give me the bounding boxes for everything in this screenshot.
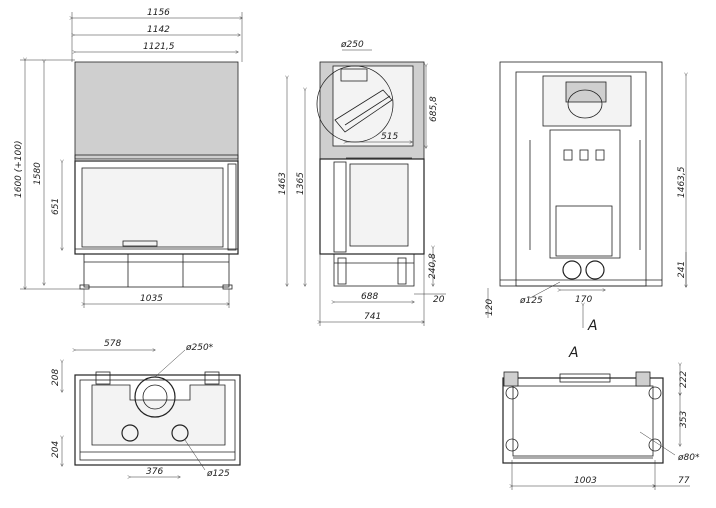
view-label-bottom: A xyxy=(568,345,579,361)
dim-height-body: 1580 xyxy=(33,162,43,185)
dim-inlet-diameter: ø125 xyxy=(519,296,543,306)
dim-bottom-depth: 204 xyxy=(51,441,61,458)
bottom-view: A 222 353 1003 77 ø80* xyxy=(502,345,700,490)
dim-top-depth: 208 xyxy=(51,369,61,386)
dim-leg-height: 240,8 xyxy=(428,253,438,279)
dim-bottom-edge-offset: 77 xyxy=(678,476,690,486)
dim-height-total: 1600 (+100) xyxy=(14,140,24,198)
dim-top-flue-diameter: ø250* xyxy=(185,343,214,353)
dim-hood-height: 685,8 xyxy=(429,96,439,122)
dim-width-inner: 1121,5 xyxy=(143,42,175,52)
dim-top-flue-offset: 578 xyxy=(104,339,121,349)
dim-base-width: 1035 xyxy=(140,294,163,304)
dim-glass-height: 651 xyxy=(51,198,61,215)
dim-back-height-total: 1463,5 xyxy=(677,166,687,198)
dim-width-mid: 1142 xyxy=(147,25,170,35)
dim-leg-offset: 20 xyxy=(433,295,445,305)
front-glass xyxy=(81,167,224,248)
dim-flue-diameter: ø250 xyxy=(340,40,364,50)
dim-inlet-height: 241 xyxy=(677,261,687,278)
dim-bottom-depth-top: 222 xyxy=(679,371,689,388)
dim-side-depth-inner: 688 xyxy=(361,292,378,302)
dim-inlet-spacing: 170 xyxy=(575,295,592,305)
front-base xyxy=(83,253,230,288)
dim-bottom-width: 1003 xyxy=(574,476,597,486)
front-view: 1156 1142 1121,5 1600 (+100) 1580 651 10… xyxy=(14,8,242,308)
front-hood xyxy=(74,61,239,160)
side-view: ø250 685,8 515 1463 1365 240,8 688 741 2… xyxy=(278,40,446,326)
dim-flue-offset: 515 xyxy=(381,132,398,142)
back-view: 1463,5 241 170 ø125 120 A xyxy=(485,61,687,334)
view-label-back: A xyxy=(587,318,598,334)
dim-side-height-body: 1365 xyxy=(296,172,306,195)
dim-top-inlet-spacing: 376 xyxy=(146,467,163,477)
dim-top-inlet-diameter: ø125 xyxy=(206,469,230,479)
dim-bottom-depth-mid: 353 xyxy=(679,411,689,428)
top-view: 578 ø250* 208 204 376 ø125 xyxy=(51,339,241,479)
dim-leg-diameter: ø80* xyxy=(677,453,700,463)
dim-side-depth-total: 741 xyxy=(364,312,381,322)
bottom-outline xyxy=(502,377,664,464)
dim-bottom-offset: 120 xyxy=(485,299,495,316)
dim-side-height-total: 1463 xyxy=(278,172,288,195)
dim-width-outer: 1156 xyxy=(147,8,170,18)
